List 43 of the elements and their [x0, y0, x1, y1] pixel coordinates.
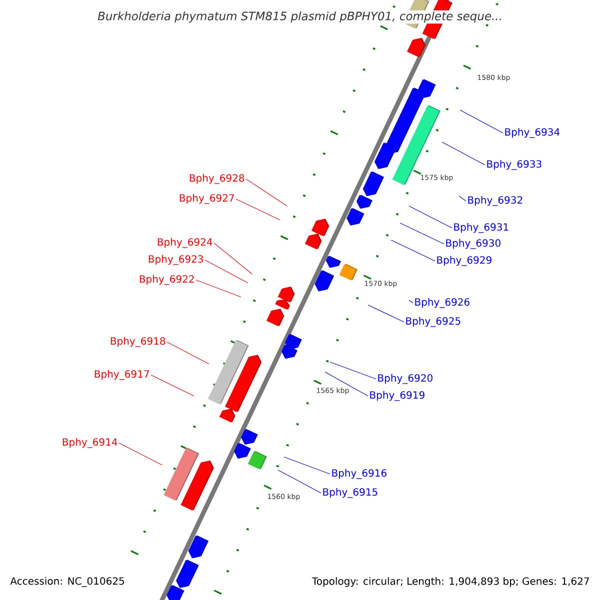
gene-label: Bphy_6918 — [110, 337, 166, 347]
gene-label: Bphy_6926 — [415, 298, 470, 308]
leader-line — [284, 456, 330, 474]
footer-text: Topology: circular; Length: 1,904,893 bp; Genes: 1,627 — [312, 577, 589, 587]
leader-line — [408, 300, 414, 304]
gene-label: Bphy_6915 — [323, 488, 378, 498]
gene-label: Bphy_6919 — [370, 391, 424, 401]
leader-line — [118, 442, 162, 466]
gene-label: Bphy_6933 — [487, 160, 542, 170]
gene-label: Bphy_6917 — [94, 370, 149, 380]
leader-line — [166, 342, 210, 364]
gene-label: Bphy_6932 — [468, 196, 522, 206]
leader-line — [278, 470, 322, 494]
leader-line — [368, 304, 404, 322]
gene-label: Bphy_6927 — [180, 194, 234, 204]
leader-line — [214, 242, 252, 274]
leader-line — [246, 178, 288, 206]
gene-label: Bphy_6923 — [148, 255, 203, 265]
footer-text: Accession: NC_010625 — [10, 577, 124, 587]
leader-line — [458, 196, 466, 202]
leader-line — [236, 198, 280, 220]
leader-line — [442, 142, 486, 166]
gene-label: Bphy_6930 — [446, 239, 500, 249]
leader-line — [204, 260, 248, 284]
gene-label: Bphy_6934 — [505, 128, 560, 138]
gene-label: Bphy_6924 — [158, 238, 212, 248]
gene-label: Bphy_6931 — [454, 223, 508, 233]
gene-label: Bphy_6916 — [332, 469, 386, 479]
leader-line — [196, 280, 242, 298]
leader-line — [324, 372, 368, 396]
gene-label: Bphy_6928 — [190, 174, 244, 184]
gene-label: Bphy_6914 — [62, 438, 118, 448]
gene-label: Bphy_6920 — [378, 374, 432, 384]
gene-label: Bphy_6922 — [140, 275, 194, 285]
leader-line — [390, 240, 436, 262]
leader-line — [150, 374, 194, 396]
title: Burkholderia phymatum STM815 plasmid pBPHY01, complete seque... — [96, 10, 504, 24]
leader-line — [330, 362, 376, 380]
leader-line — [408, 206, 452, 228]
leader-line — [460, 110, 504, 134]
gene-label: Bphy_6929 — [437, 256, 492, 266]
gene-label: Bphy_6925 — [406, 317, 460, 327]
leader-line — [400, 222, 444, 244]
